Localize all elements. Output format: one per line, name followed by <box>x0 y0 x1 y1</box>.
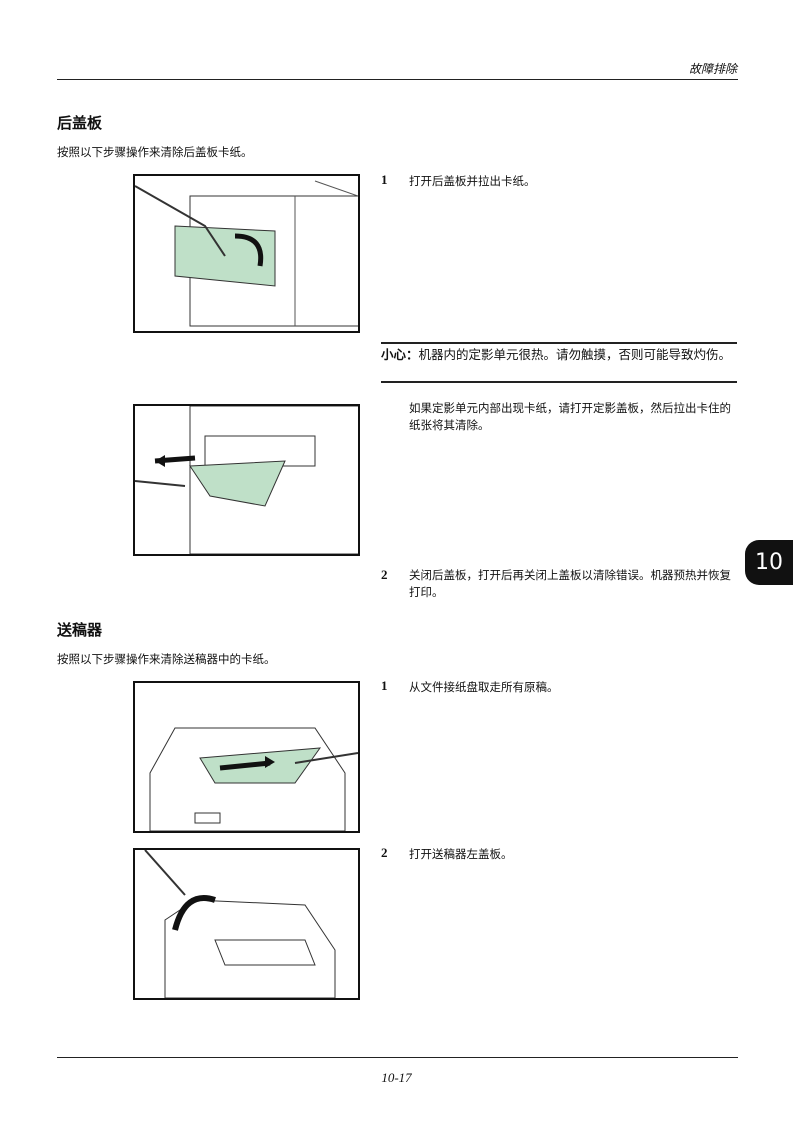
illustration-open-left-cover <box>133 848 360 1000</box>
illustration-open-rear-cover <box>133 174 360 333</box>
step-text: 打开送稿器左盖板。 <box>409 847 513 861</box>
header-rule <box>57 79 738 80</box>
section-header: 故障排除 <box>688 62 737 76</box>
feeder-intro: 按照以下步骤操作来清除送稿器中的卡纸。 <box>57 652 276 666</box>
caution-top-rule <box>381 342 737 344</box>
step-number: 1 <box>381 172 388 187</box>
fuser-note: 如果定影单元内部出现卡纸，请打开定影盖板，然后拉出卡住的纸张将其清除。 <box>409 401 731 432</box>
step-text: 关闭后盖板，打开后再关闭上盖板以清除错误。机器预热并恢复打印。 <box>409 568 731 599</box>
rear-cover-intro: 按照以下步骤操作来清除后盖板卡纸。 <box>57 145 253 159</box>
step-number: 2 <box>381 845 388 860</box>
step-number: 1 <box>381 678 388 693</box>
caution-box: 小心：机器内的定影单元很热。请勿触摸，否则可能导致灼伤。 <box>381 346 737 363</box>
step-text: 打开后盖板并拉出卡纸。 <box>409 174 536 188</box>
heading-document-feeder: 送稿器 <box>57 621 103 639</box>
illustration-remove-originals <box>133 681 360 833</box>
caution-text: 机器内的定影单元很热。请勿触摸，否则可能导致灼伤。 <box>418 347 732 362</box>
illustration-fuser-jam <box>133 404 360 556</box>
caution-label: 小心： <box>381 347 419 362</box>
heading-rear-cover: 后盖板 <box>57 114 103 132</box>
footer-rule <box>57 1057 738 1058</box>
page-number: 10-17 <box>381 1070 412 1085</box>
step-number: 2 <box>381 567 388 582</box>
caution-bottom-rule <box>381 381 737 383</box>
chapter-tab: 10 <box>745 540 793 585</box>
step-text: 从文件接纸盘取走所有原稿。 <box>409 680 559 694</box>
